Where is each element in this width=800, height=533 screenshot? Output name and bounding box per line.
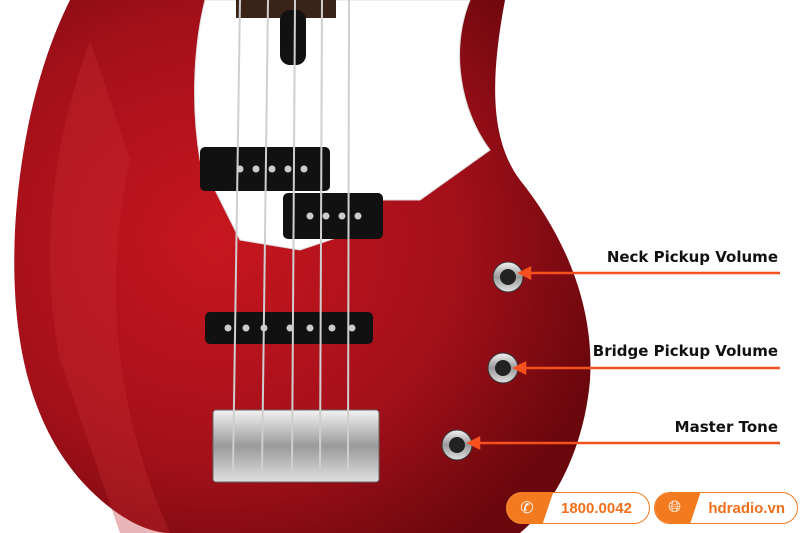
phone-badge[interactable]: ✆ 1800.0042 [506,492,650,524]
control-knobs [441,261,524,461]
phone-icon: ✆ [507,493,553,523]
globe-icon: 🌐︎ [655,493,701,523]
website-url: hdradio.vn [708,499,785,517]
callout-master-tone: Master Tone [674,418,778,436]
callout-lines [466,265,780,451]
phone-number: 1800.0042 [561,499,632,517]
callout-neck-pickup-volume: Neck Pickup Volume [606,248,778,266]
bridge [212,409,380,483]
callout-bridge-pickup-volume: Bridge Pickup Volume [592,342,778,360]
neck-pickup-2 [283,193,383,239]
website-badge[interactable]: 🌐︎ hdradio.vn [654,492,798,524]
